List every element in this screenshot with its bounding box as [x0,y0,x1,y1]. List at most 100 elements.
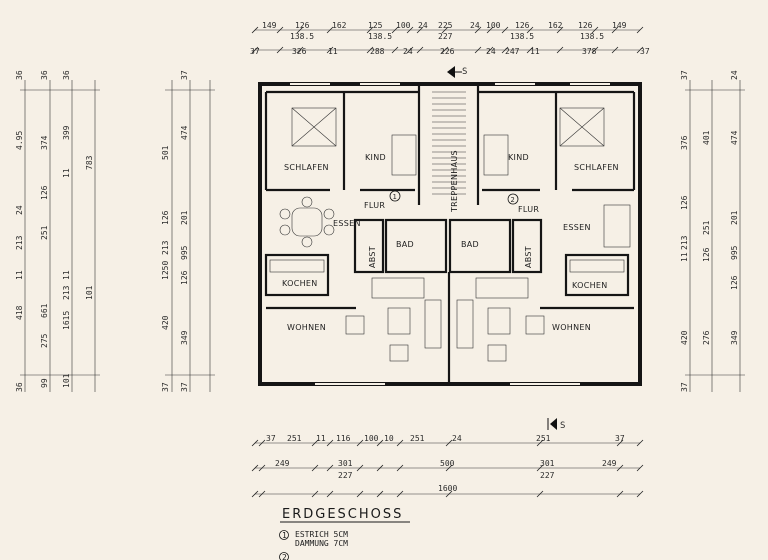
drawing-title: ERDGESCHOSS [282,507,403,522]
dim-tick [501,26,509,34]
dim-left-4-5: 37 [161,382,170,392]
dim-left-1-0: 36 [40,70,49,80]
right-dimension-chains: 3737612621311420374012511262762447420199… [680,70,745,392]
dim-right-2-3: 995 [730,245,739,260]
dim-tick [636,46,644,54]
dim-left-2-5: 1615 [62,311,71,330]
dim-left-0-0: 36 [15,70,24,80]
dim-right-2-1: 474 [730,130,739,145]
dim-tick [536,439,544,447]
dim-top-100b: 100 [486,21,501,30]
dim-right-2-0: 24 [730,70,739,80]
dim-right-2-4: 126 [730,275,739,290]
room-essen-right: ESSEN [563,223,591,232]
dim-top-sub-2: 138.5 [368,32,392,41]
dim-right-1-0: 401 [702,130,711,145]
marker-1: 1 [393,193,397,201]
dim-left-2-6: 101 [62,373,71,388]
marker-2: 2 [511,196,515,204]
dim-bot-11: 11 [316,434,326,443]
dim-top-162b: 162 [548,21,563,30]
dim-bot2-500: 500 [440,459,455,468]
dim-bot2-249: 249 [275,459,290,468]
dim-tick [391,46,399,54]
dim-tick [376,439,384,447]
dim-right-0-0: 37 [680,70,689,80]
dim-tick [391,26,399,34]
dim-tick [556,26,564,34]
dim-tick [536,490,544,498]
dim-top-126b: 126 [515,21,530,30]
room-bad-right: BAD [461,240,479,249]
dim-right-0-6: 37 [680,382,689,392]
dim-top-126c: 126 [578,21,593,30]
dim-bot-37b: 37 [615,434,625,443]
dim-tick [445,439,453,447]
dim-tick [486,26,494,34]
dim-tick [441,26,449,34]
dim-top-162: 162 [332,21,347,30]
dim-tick [611,26,619,34]
room-abst-right: ABST [524,246,533,268]
dim-right-0-4: 11 [680,252,689,262]
dim-bot-251c: 251 [536,434,551,443]
room-abst-left: ABST [368,246,377,268]
dim-left-2-3: 11 [62,270,71,280]
dim-top-149: 149 [262,21,277,30]
title-block: ERDGESCHOSS 1 ESTRICH 5CM DAMMUNG 7CM 2 [279,507,410,560]
dim-right-2-5: 349 [730,330,739,345]
dim-tick [526,26,534,34]
dim-left-0-3: 213 [15,235,24,250]
dim-left-0-2: 24 [15,205,24,215]
dim-tick [474,46,482,54]
dim-top2-37b: 37 [640,47,650,56]
dim-tick [616,439,624,447]
dim-right-0-5: 420 [680,330,689,345]
room-schlafen-left: SCHLAFEN [284,163,329,172]
dim-tick [366,46,374,54]
dim-top-125: 125 [368,21,383,30]
dim-tick [296,46,304,54]
dim-tick [526,46,534,54]
dim-bot2-301: 301 [338,459,353,468]
dim-tick [486,46,494,54]
dim-tick [326,26,334,34]
dim-left-5-1: 474 [180,125,189,140]
dim-tick [251,26,259,34]
top-dimension-chain: 149 126 162 125 100 24 225 24 100 126 16… [250,21,650,56]
dim-left-1-2: 126 [40,185,49,200]
dim-left-4-4: 420 [161,315,170,330]
dim-left-3-0: 783 [85,155,94,170]
room-treppenhaus: TREPPENHAUS [450,150,459,213]
dim-top2-24b: 24 [486,47,496,56]
legend-line-1: ESTRICH 5CM [295,530,348,539]
dim-left-0-6: 36 [15,382,24,392]
dim-bot2-301b: 301 [540,459,555,468]
room-kind-left: KIND [365,153,386,162]
dim-tick [326,464,334,472]
dim-tick [474,26,482,34]
dim-tick [326,439,334,447]
dim-bot-116: 116 [336,434,351,443]
dim-tick [251,46,259,54]
dim-left-4-2: 126 [161,210,170,225]
dim-bot-37: 37 [266,434,276,443]
room-flur-right: FLUR [518,205,539,214]
floor-markers: 1 2 [389,190,519,205]
dim-right-2-2: 201 [730,210,739,225]
dim-tick [258,464,266,472]
dim-left-5-0: 37 [180,70,189,80]
room-kochen-left: KOCHEN [282,279,318,288]
dim-tick [376,464,384,472]
building-walls [258,82,642,386]
section-marker-top-label: S [462,67,467,77]
dim-tick [311,464,319,472]
dim-left-2-2: 11 [62,168,71,178]
dim-top-149b: 149 [612,21,627,30]
dim-tick [636,439,644,447]
dim-tick [396,464,404,472]
dim-left-0-5: 418 [15,305,24,320]
dim-tick [445,464,453,472]
dim-tick [276,26,284,34]
dim-tick [356,490,364,498]
